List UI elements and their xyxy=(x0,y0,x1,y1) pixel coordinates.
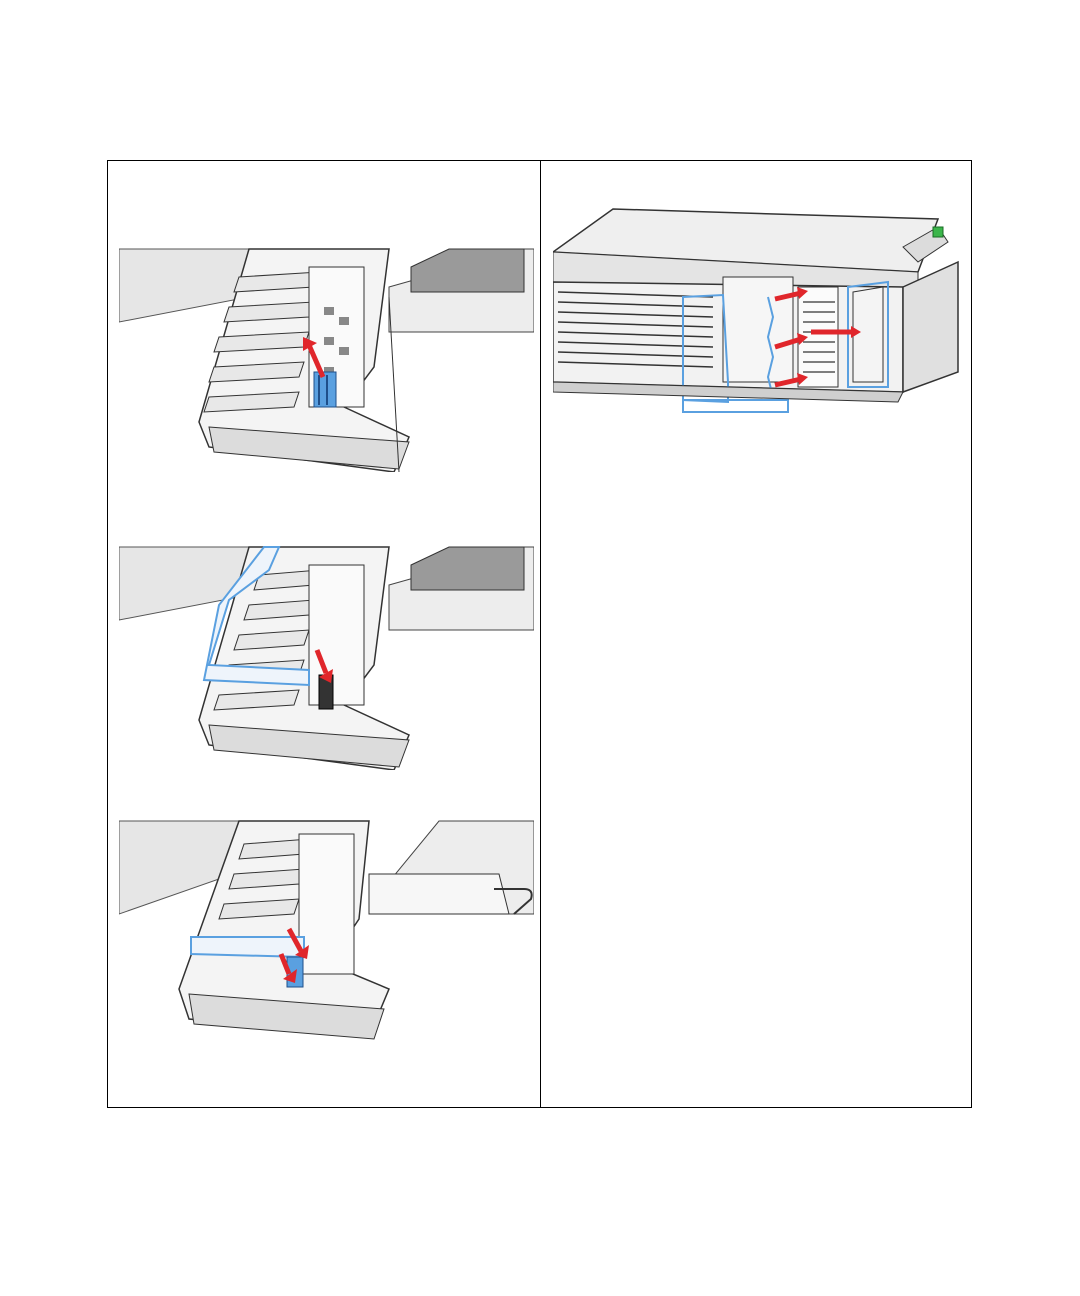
step-4-illustration xyxy=(553,207,968,432)
step-2-illustration xyxy=(119,545,534,770)
procedure-table xyxy=(107,160,972,1108)
step-3-illustration xyxy=(119,819,534,1044)
step-1-illustration xyxy=(119,247,534,472)
column-divider xyxy=(540,161,541,1107)
